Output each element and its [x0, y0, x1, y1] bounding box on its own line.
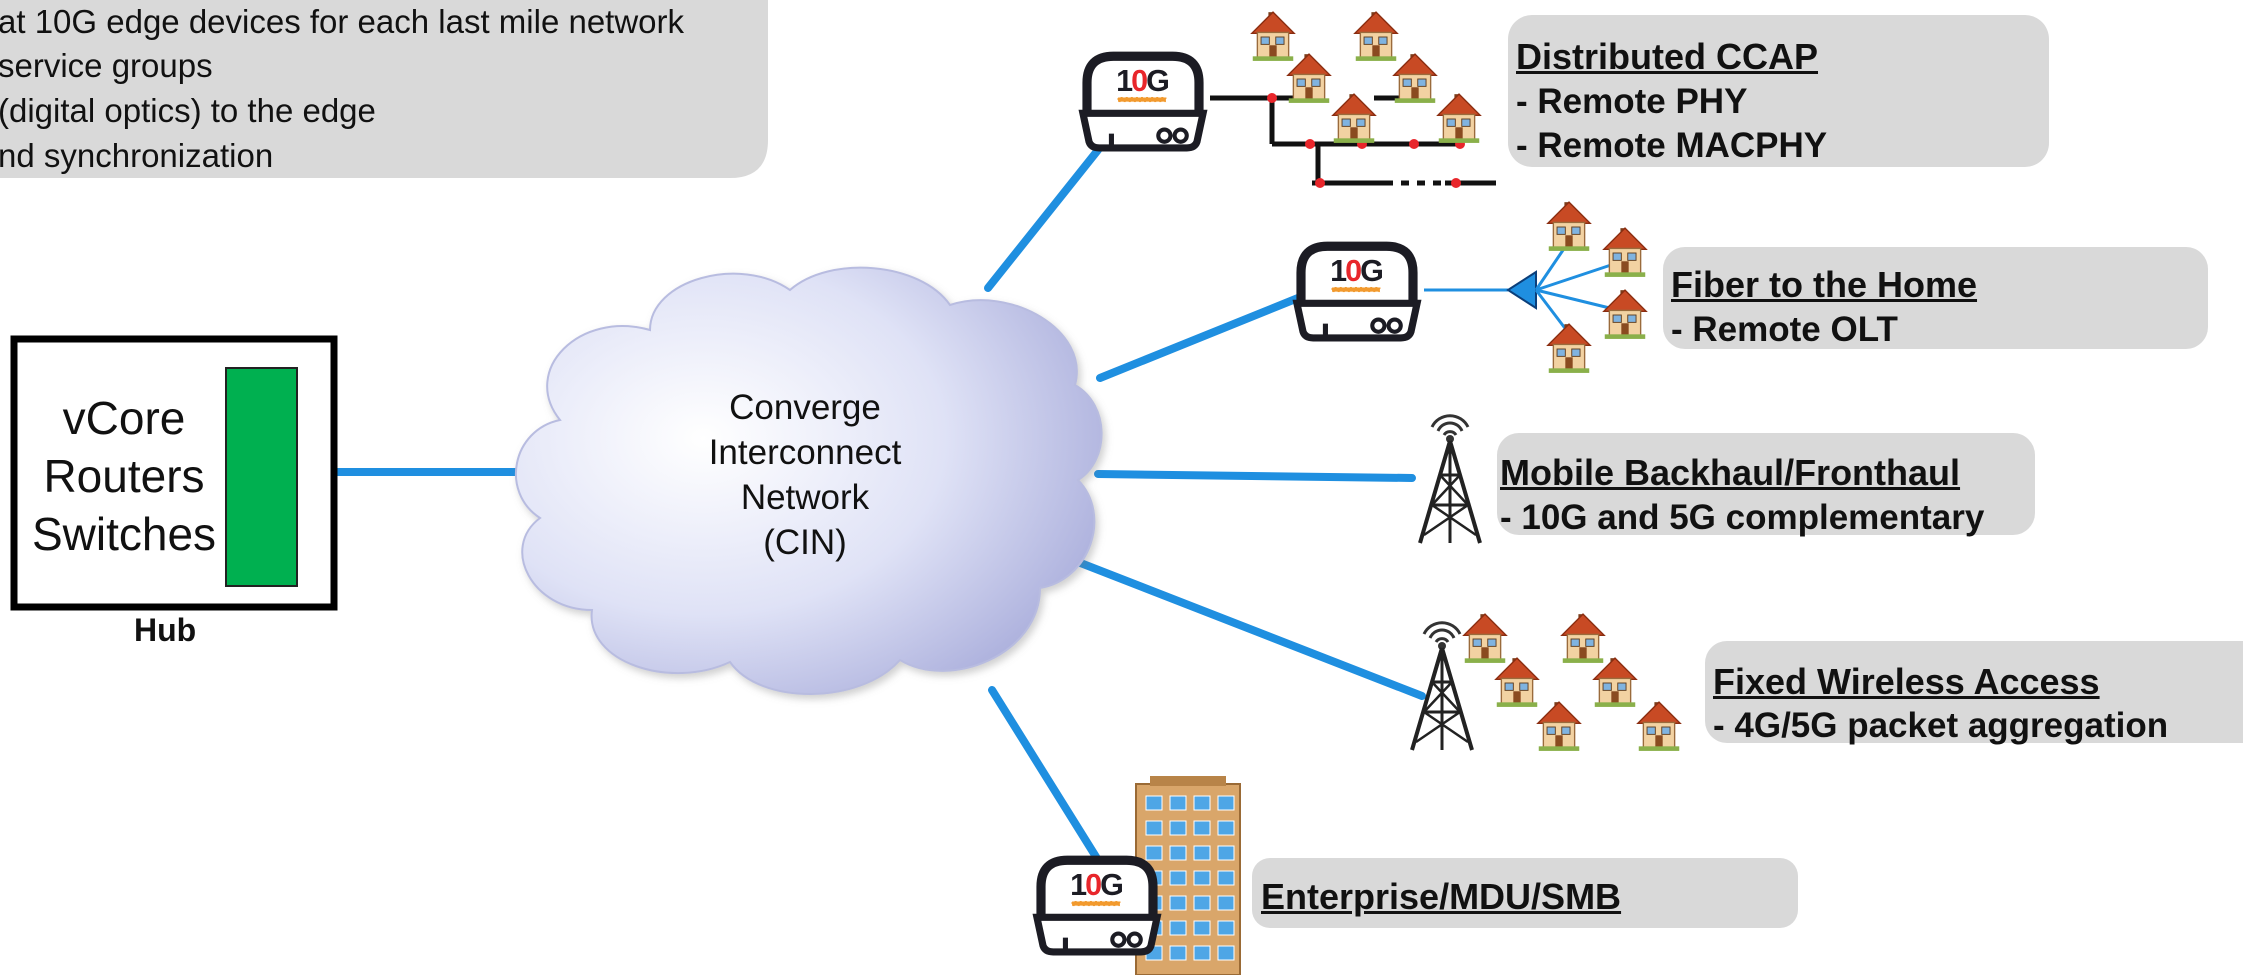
- building-window: [1217, 870, 1235, 886]
- house-icon: [1603, 227, 1647, 278]
- house-icon: [1547, 201, 1591, 252]
- building-window: [1217, 795, 1235, 811]
- building-window: [1169, 795, 1187, 811]
- intro-line-3: (digital optics) to the edge: [0, 92, 376, 129]
- house-icon: [1354, 11, 1398, 62]
- link-ftth: [1096, 294, 1302, 382]
- fwa-item-1: - 4G/5G packet aggregation: [1713, 706, 2169, 745]
- house-icon: [1593, 657, 1637, 708]
- fwa-panel: [1705, 641, 2243, 743]
- building-window: [1217, 945, 1235, 961]
- hub-box: [10, 335, 338, 611]
- building-window: [1217, 820, 1235, 836]
- cell-tower-icon-fwa: [1410, 620, 1474, 752]
- house-icon: [1495, 657, 1539, 708]
- building-window: [1217, 920, 1235, 936]
- building-window: [1193, 820, 1211, 836]
- house-icon: [1537, 701, 1581, 752]
- mobile-assembly: [1418, 413, 1482, 545]
- enterprise-assembly: [1037, 776, 1241, 976]
- building-window: [1169, 945, 1187, 961]
- 10g-device-icon-enterprise: [1037, 860, 1157, 952]
- cin-cloud: [515, 266, 1103, 695]
- building-window: [1193, 920, 1211, 936]
- fwa-title: Fixed Wireless Access: [1713, 661, 2100, 702]
- dccap-item-1: - Remote PHY: [1516, 82, 1748, 121]
- hub-line-routers: Routers: [43, 450, 205, 502]
- building-window: [1169, 920, 1187, 936]
- house-icon: [1393, 53, 1437, 104]
- house-icon: [1561, 613, 1605, 664]
- fwa-assembly: [1410, 613, 1681, 752]
- dccap-title: Distributed CCAP: [1516, 36, 1819, 77]
- ftth-item-1: - Remote OLT: [1671, 310, 1898, 349]
- intro-line-4: nd synchronization: [0, 137, 274, 174]
- building-window: [1193, 895, 1211, 911]
- house-icon: [1463, 613, 1507, 664]
- house-icon: [1437, 93, 1481, 144]
- hub-line-vcore: vCore: [62, 392, 186, 444]
- intro-line-2: service groups: [0, 47, 213, 84]
- hub-line-switches: Switches: [31, 508, 217, 560]
- building-window: [1193, 795, 1211, 811]
- house-icon: [1287, 53, 1331, 104]
- cin-line-1: Converge: [729, 388, 881, 427]
- building-window: [1193, 870, 1211, 886]
- hub-caption: Hub: [134, 612, 197, 648]
- building-window: [1169, 820, 1187, 836]
- enterprise-title: Enterprise/MDU/SMB: [1261, 876, 1622, 917]
- link-enterprise: [988, 686, 1102, 864]
- ftth-assembly: [1297, 201, 1647, 374]
- building-window: [1193, 945, 1211, 961]
- mobile-title: Mobile Backhaul/Fronthaul: [1500, 452, 1961, 493]
- intro-panel: [0, 0, 768, 178]
- dccap-panel: [1508, 15, 2049, 167]
- mobile-panel: [1497, 433, 2035, 535]
- building-window: [1169, 870, 1187, 886]
- dccap-item-2: - Remote MACPHY: [1516, 126, 1828, 165]
- building-window: [1145, 795, 1163, 811]
- 10g-device-icon-dccap: [1083, 56, 1203, 148]
- building-window: [1169, 895, 1187, 911]
- hub-labels: vCore Routers Switches: [24, 389, 224, 563]
- intro-line-1: at 10G edge devices for each last mile n…: [0, 3, 685, 40]
- 10g-device-icon-ftth: [1297, 246, 1417, 338]
- mobile-item-1: - 10G and 5G complementary: [1500, 498, 1985, 537]
- building-window: [1145, 845, 1163, 861]
- ftth-panel: [1663, 247, 2208, 349]
- cin-line-3: Network: [740, 478, 870, 517]
- cin-label: Converge Interconnect Network (CIN): [690, 385, 920, 565]
- links: [294, 146, 1426, 864]
- link-mobile: [1094, 470, 1416, 482]
- building-window: [1145, 820, 1163, 836]
- house-icon: [1332, 93, 1376, 144]
- building-window: [1193, 845, 1211, 861]
- optical-splitter-icon: [1506, 270, 1537, 310]
- cin-line-4: (CIN): [763, 523, 847, 562]
- house-icon: [1547, 323, 1591, 374]
- cell-tower-icon-mobile: [1418, 413, 1482, 545]
- cin-line-2: Interconnect: [708, 433, 902, 472]
- ftth-title: Fiber to the Home: [1671, 264, 1978, 305]
- house-icon: [1637, 701, 1681, 752]
- house-icon: [1603, 289, 1647, 340]
- house-icon: [1251, 11, 1295, 62]
- building-window: [1217, 845, 1235, 861]
- building-window: [1217, 895, 1235, 911]
- link-fwa: [1074, 558, 1426, 700]
- building-window: [1169, 845, 1187, 861]
- label-panels: [1252, 15, 2243, 928]
- link-dccap: [984, 146, 1102, 292]
- enterprise-panel: [1252, 858, 1798, 928]
- dccap-assembly: [1083, 11, 1496, 188]
